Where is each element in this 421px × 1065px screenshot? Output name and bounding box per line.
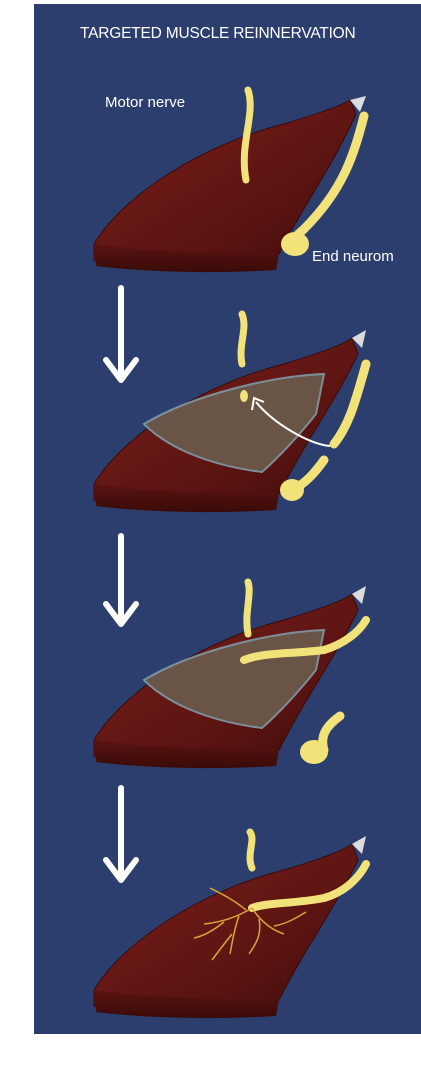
diagram-title: TARGETED MUSCLE REINNERVATION bbox=[80, 25, 356, 43]
end-neuroma-icon bbox=[281, 232, 309, 256]
motor-nerve-icon bbox=[247, 582, 249, 634]
end-neuroma-icon bbox=[300, 740, 328, 764]
end-neuroma-label: End neurom bbox=[312, 248, 394, 265]
step-1-muscle bbox=[94, 96, 366, 272]
arrow-down-icon bbox=[106, 536, 136, 624]
arrow-down-icon bbox=[106, 288, 136, 380]
diagram-panel: TARGETED MUSCLE REINNERVATION Motor nerv… bbox=[34, 4, 421, 1034]
motor-nerve-icon bbox=[241, 314, 244, 364]
end-neuroma-icon bbox=[280, 479, 304, 501]
motor-entry-icon bbox=[240, 390, 248, 402]
tmr-illustration bbox=[34, 4, 421, 1034]
motor-nerve-icon bbox=[250, 832, 252, 868]
motor-nerve-label: Motor nerve bbox=[105, 94, 185, 111]
arrow-down-icon bbox=[106, 788, 136, 880]
